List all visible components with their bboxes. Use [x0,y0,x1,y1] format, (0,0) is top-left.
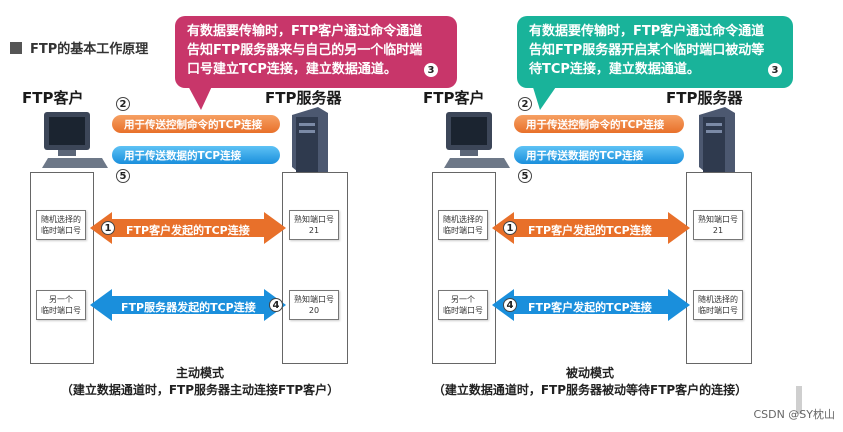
step-4-badge: 4 [269,298,283,312]
active-explanation-bubble: 有数据要传输时，FTP客户通过命令通道 告知FTP服务器来与自己的另一个临时端 … [175,16,457,88]
bubble-pointer [532,84,558,110]
bubble-line: 告知FTP服务器来与自己的另一个临时端 [187,43,423,58]
port-text: 临时端口号 [41,226,81,235]
port-text: 随机选择的 [698,295,738,304]
step-1-badge: 1 [101,221,115,235]
server-tower-icon [699,107,735,175]
mode-title: 被动模式 [565,366,614,380]
server-label: FTP服务器 [265,89,342,107]
step-4-badge: 4 [503,298,517,312]
port-text: 另一个 [49,295,73,304]
port-text: 熟知端口号 [294,295,334,304]
port-text: 熟知端口号 [698,215,738,224]
client-label: FTP客户 [22,89,84,107]
mode-subtitle: （建立数据通道时，FTP服务器主动连接FTP客户） [60,383,340,397]
bubble-line: 口号建立TCP连接，建立数据通道。 [187,62,397,77]
data-pipe-label: 用于传送数据的TCP连接 [526,149,644,162]
port-text: 20 [308,306,320,315]
step-2-badge: 2 [518,97,532,111]
arrow-label: FTP客户发起的TCP连接 [528,224,652,237]
data-connection-pipe: 用于传送数据的TCP连接 [112,146,280,164]
client-label: FTP客户 [423,89,485,107]
watermark-credit: CSDN @SY枕山 [753,408,835,421]
step-3-badge: 3 [424,63,438,77]
client-port-box: 随机选择的 临时端口号 [36,210,86,240]
data-connection-pipe: 用于传送数据的TCP连接 [514,146,684,164]
section-title: FTP的基本工作原理 [10,38,148,57]
server-port-box: 熟知端口号 21 [289,210,339,240]
server-port-box: 熟知端口号 21 [693,210,743,240]
port-text: 随机选择的 [443,215,483,224]
server-label: FTP服务器 [666,89,743,107]
mode-caption: 主动模式 （建立数据通道时，FTP服务器主动连接FTP客户） [20,364,380,398]
control-connection-pipe: 用于传送控制命令的TCP连接 [514,115,684,133]
passive-explanation-bubble: 有数据要传输时，FTP客户通过命令通道 告知FTP服务器开启某个临时端口被动等 … [517,16,793,88]
tcp-connection-arrow [492,212,690,244]
bubble-pointer [187,84,213,110]
step-3-badge: 3 [768,63,782,77]
port-text: 21 [308,226,320,235]
port-text: 临时端口号 [443,306,483,315]
section-title-text: FTP的基本工作原理 [30,42,149,57]
port-text: 21 [712,226,724,235]
server-column [686,172,752,364]
client-port-box: 另一个 临时端口号 [438,290,488,320]
client-computer-icon [42,112,108,168]
server-column [282,172,348,364]
port-text: 熟知端口号 [294,215,334,224]
mode-subtitle: （建立数据通道时，FTP服务器被动等待FTP客户的连接） [432,383,748,397]
control-pipe-label: 用于传送控制命令的TCP连接 [526,118,665,131]
control-pipe-label: 用于传送控制命令的TCP连接 [124,118,263,131]
arrow-label: FTP服务器发起的TCP连接 [121,301,256,314]
port-text: 另一个 [451,295,475,304]
step-2-badge: 2 [116,97,130,111]
step-5-badge: 5 [116,169,130,183]
bubble-line: 有数据要传输时，FTP客户通过命令通道 [529,24,765,39]
client-port-box: 另一个 临时端口号 [36,290,86,320]
port-text: 临时端口号 [698,306,738,315]
server-tower-icon [292,107,328,175]
tcp-connection-arrow [90,289,286,321]
step-1-badge: 1 [503,221,517,235]
port-text: 随机选择的 [41,215,81,224]
bubble-line: 待TCP连接，建立数据通道。 [529,62,700,77]
server-port-box: 熟知端口号 20 [289,290,339,320]
client-column [432,172,496,364]
mode-title: 主动模式 [175,366,224,380]
port-text: 临时端口号 [41,306,81,315]
port-text: 临时端口号 [443,226,483,235]
arrow-label: FTP客户发起的TCP连接 [126,224,250,237]
tcp-connection-arrow [90,212,286,244]
arrow-label: FTP客户发起的TCP连接 [528,301,652,314]
client-column [30,172,94,364]
tcp-connection-arrow [492,289,690,321]
client-computer-icon [444,112,510,168]
bubble-line: 告知FTP服务器开启某个临时端口被动等 [529,43,765,58]
mode-caption: 被动模式 （建立数据通道时，FTP服务器被动等待FTP客户的连接） [405,364,775,398]
scrollbar-thumb[interactable] [796,386,802,414]
client-port-box: 随机选择的 临时端口号 [438,210,488,240]
step-5-badge: 5 [518,169,532,183]
square-bullet-icon [10,41,22,54]
bubble-line: 有数据要传输时，FTP客户通过命令通道 [187,24,423,39]
server-port-box: 随机选择的 临时端口号 [693,290,743,320]
data-pipe-label: 用于传送数据的TCP连接 [124,149,242,162]
control-connection-pipe: 用于传送控制命令的TCP连接 [112,115,280,133]
